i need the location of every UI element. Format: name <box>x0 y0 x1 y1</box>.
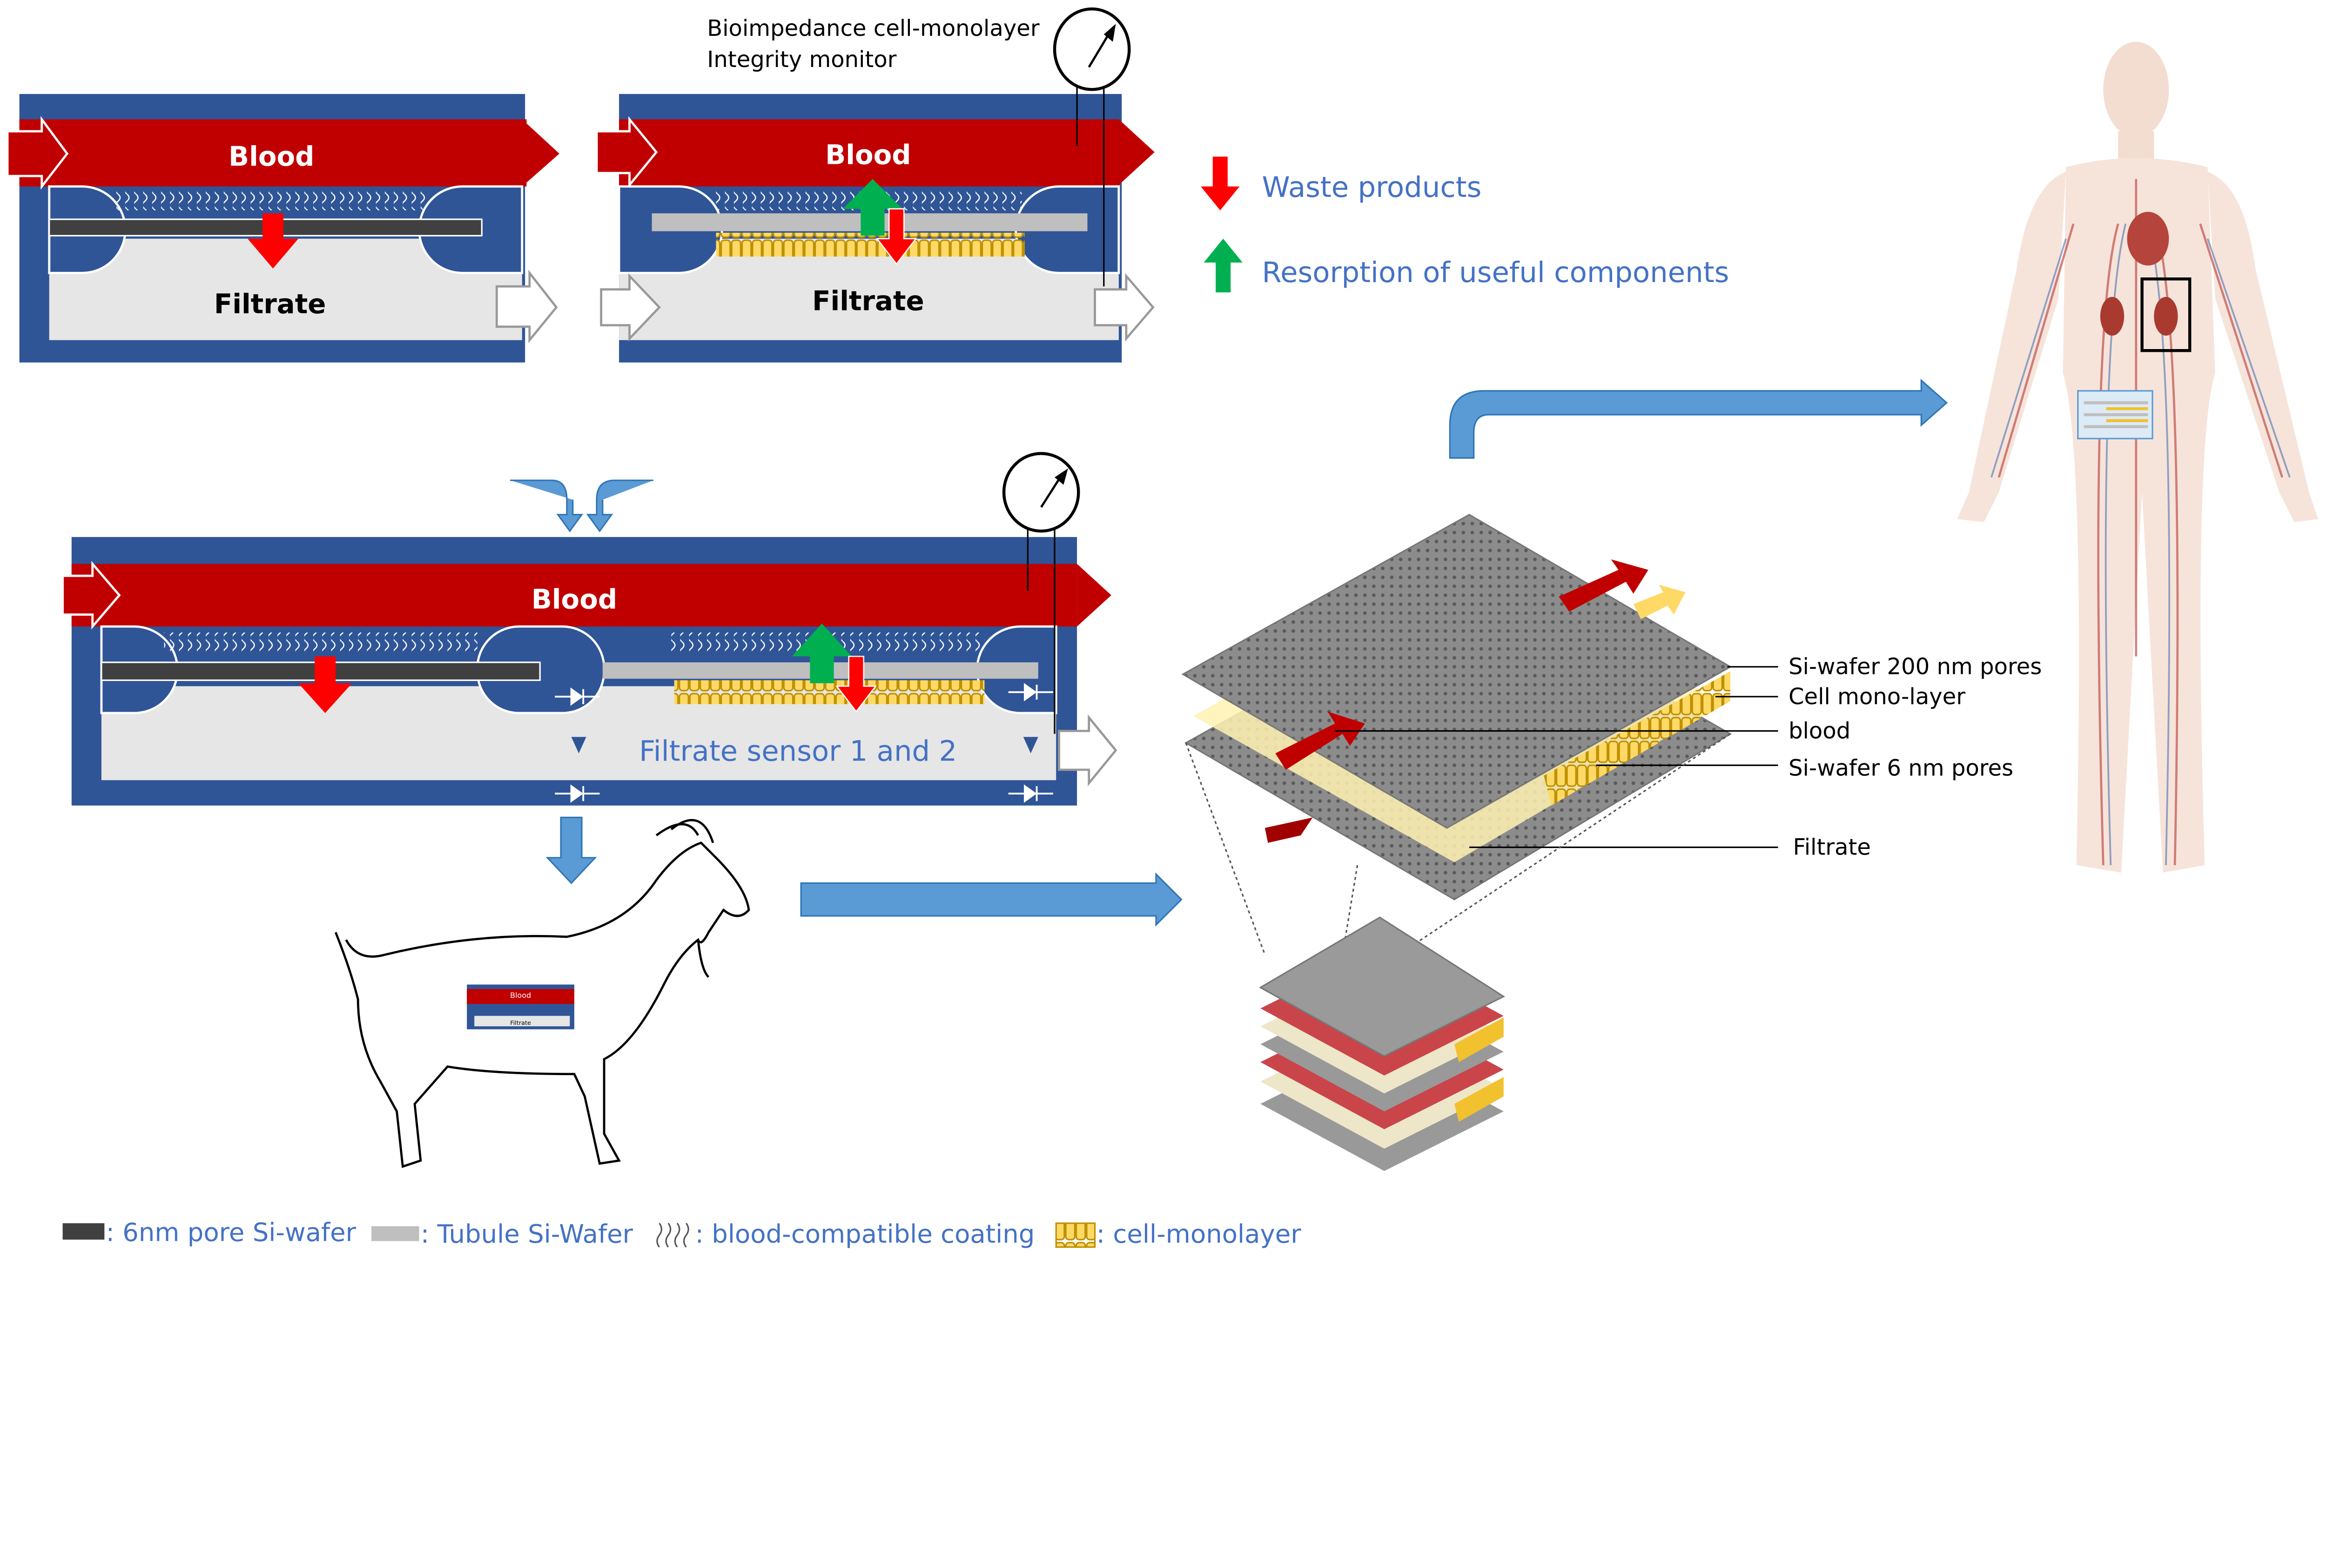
filtrate-sensor-label: Filtrate sensor 1 and 2 <box>639 735 957 768</box>
exploded-wafer-stack: Si-wafer 200 nm pores Cell mono-layer bl… <box>1181 513 2042 993</box>
blood-channel <box>71 564 1077 627</box>
light-wafer-swatch-icon <box>371 1226 419 1241</box>
kidney-highlight-box <box>2140 277 2192 352</box>
filtrate-label: Filtrate <box>812 285 924 317</box>
resorption-arrow-icon <box>1204 238 1243 293</box>
stack-leader-lines <box>1335 666 1778 848</box>
waste-arrow-icon <box>1201 156 1240 210</box>
cell-monolayer <box>674 680 985 704</box>
waste-arrow-icon <box>298 656 352 713</box>
blood-label: Blood <box>531 584 617 615</box>
goat-inset-filtrate: Filtrate <box>510 1020 531 1027</box>
waste-arrow-icon <box>835 655 877 713</box>
blood-inlet-marker <box>1264 817 1313 843</box>
blood-label: Blood <box>825 139 911 171</box>
cell-monolayer-edge <box>1544 671 1730 806</box>
resorption-arrow-icon <box>792 623 852 683</box>
right-arrow-icon <box>800 872 1183 927</box>
blood-inlet-arrow <box>6 116 69 190</box>
panel-combined-device: Blood Filtrate sensor 1 and 2 <box>61 452 1117 884</box>
impedance-gauge-icon <box>1002 452 1080 734</box>
filtrate-inlet-arrow <box>600 273 661 342</box>
blood-flow-arrow-icon <box>1275 711 1365 770</box>
blood-flow-arrow-head <box>1118 119 1155 185</box>
waste-arrow-icon <box>876 208 917 265</box>
monitor-label-line2: Integrity monitor <box>707 47 897 73</box>
down-arrow-icon <box>545 816 597 884</box>
panel-basic-filter: Blood Filtrate <box>6 94 559 363</box>
waste-arrow-icon <box>248 213 299 269</box>
multilayer-stack <box>1259 916 1506 1171</box>
stack-label-blood: blood <box>1789 718 1850 744</box>
legend-6nm-wafer: : 6nm pore Si-wafer <box>106 1218 356 1247</box>
inflow-arrow-left-icon <box>510 479 584 532</box>
stack-label-filtrate: Filtrate <box>1793 834 1871 861</box>
kidney-left <box>2100 296 2125 336</box>
dark-wafer-swatch-icon <box>62 1223 105 1240</box>
goat-illustration: Blood Filtrate <box>334 819 750 1168</box>
blood-channel <box>19 119 527 187</box>
monitor-label-line1: Bioimpedance cell-monolayer <box>707 15 1040 41</box>
impedance-gauge-icon <box>1053 7 1131 287</box>
diode-sensor-icons <box>555 683 1053 803</box>
legend-tubule-wafer: : Tubule Si-Wafer <box>421 1219 633 1249</box>
kidney-right <box>2154 296 2178 336</box>
goat-inset-blood: Blood <box>510 991 531 1000</box>
resorption-arrow-icon <box>842 179 903 236</box>
blood-channel <box>619 119 1119 187</box>
human-body-illustration <box>1957 41 2318 873</box>
blood-inlet-arrow <box>61 561 121 630</box>
filtrate-outlet-arrow <box>1058 714 1117 787</box>
sensor-arrow-icon <box>571 737 586 754</box>
filtrate-flow-arrow-icon <box>1633 585 1686 619</box>
blood-inlet-arrow <box>595 116 658 188</box>
waste-products-label: Waste products <box>1262 171 1482 204</box>
blood-label: Blood <box>229 141 314 172</box>
cell-monolayer-swatch-icon <box>1055 1222 1096 1248</box>
stack-label-cell-monolayer: Cell mono-layer <box>1789 684 1965 710</box>
wavy-coating-icon <box>656 1223 689 1248</box>
legend-cell-monolayer: : cell-monolayer <box>1096 1219 1302 1249</box>
arrow-legend: Waste products Resorption of useful comp… <box>1201 156 1729 293</box>
diagram-canvas: Blood Filtrate Blood Filtrate Bioimpedan… <box>6 7 2318 1249</box>
blood-flow-arrow-icon <box>1559 559 1648 612</box>
blood-compatible-coating <box>112 189 425 210</box>
stack-label-200nm: Si-wafer 200 nm pores <box>1789 654 2042 680</box>
inflow-arrow-right-icon <box>586 479 653 532</box>
filtrate-outlet-arrow <box>1094 273 1155 342</box>
blood-compatible-coating <box>164 632 478 653</box>
material-legend: : 6nm pore Si-wafer : Tubule Si-Wafer : … <box>62 1218 1302 1249</box>
legend-coating: : blood-compatible coating <box>695 1219 1035 1249</box>
stack-label-6nm: Si-wafer 6 nm pores <box>1789 755 2013 781</box>
resorption-label: Resorption of useful components <box>1262 256 1729 289</box>
filtrate-outlet-arrow <box>495 269 558 343</box>
heart <box>2127 212 2169 266</box>
filtrate-label: Filtrate <box>214 288 326 320</box>
cell-monolayer <box>716 232 1025 257</box>
curved-arrow-icon <box>1449 378 1948 459</box>
blood-flow-arrow-head <box>1077 564 1111 627</box>
blood-flow-arrow-head <box>522 119 559 187</box>
panel-tubule-filter: Blood Filtrate Bioimpedance cell-monolay… <box>595 7 1155 363</box>
sensor-arrow-icon <box>1023 737 1038 754</box>
